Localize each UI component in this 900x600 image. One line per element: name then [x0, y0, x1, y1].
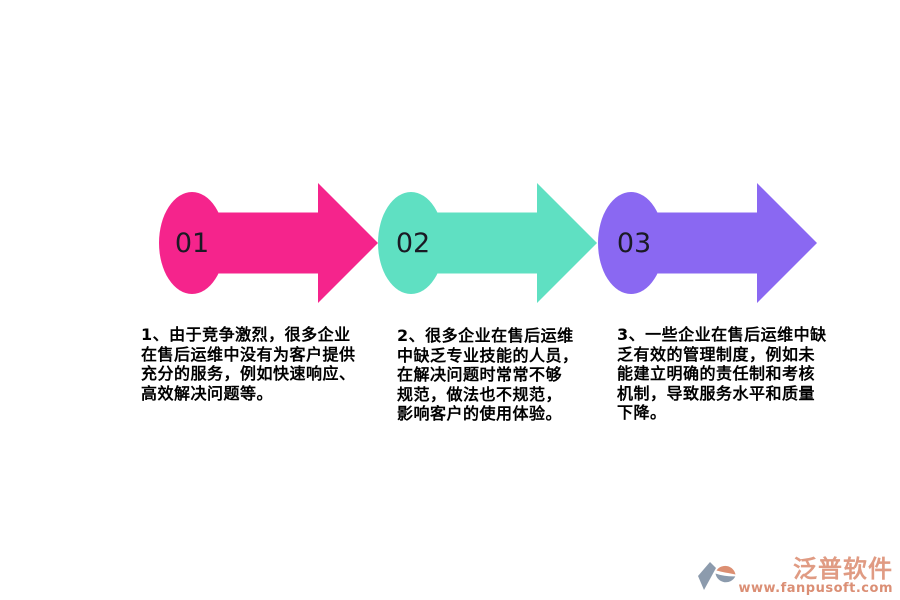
brand-url: www.fanpusoft.com [738, 581, 893, 596]
text-line: 在解决问题时常常不够 [397, 365, 563, 384]
arrow-step-1: 01 [159, 183, 378, 303]
text-line: 规范，做法也不规范， [397, 384, 563, 404]
step-number-3: 03 [617, 228, 651, 259]
text-line: 充分的服务，例如快速响应、 [141, 364, 356, 383]
text-line: 下降。 [617, 403, 667, 422]
text-line: 影响客户的使用体验。 [397, 404, 563, 423]
text-line: 中缺乏专业技能的人员， [397, 345, 579, 365]
logo-crescent-top [716, 565, 736, 575]
text-line: 3、一些企业在售后运维中缺 [617, 325, 827, 344]
step-number-2: 02 [396, 228, 430, 259]
arrow-step-3: 03 [598, 183, 817, 303]
text-line: 乏有效的管理制度，例如未 [617, 344, 816, 364]
arrow-step-2: 02 [378, 183, 597, 303]
brand-name: 泛普软件 [793, 555, 893, 583]
step-description-3: 3、一些企业在售后运维中缺乏有效的管理制度，例如未能建立明确的责任制和考核机制，… [617, 325, 837, 423]
brand-text-block: 泛普软件 www.fanpusoft.com [738, 555, 893, 596]
text-line: 能建立明确的责任制和考核 [617, 364, 816, 383]
step-description-1: 1、由于竞争激烈，很多企业在售后运维中没有为客户提供充分的服务，例如快速响应、高… [141, 325, 371, 403]
text-line: 在售后运维中没有为客户提供 [141, 344, 356, 364]
brand-watermark: 泛普软件 www.fanpusoft.com [696, 557, 893, 595]
step-arrow-1 [192, 183, 378, 303]
step-arrow-2 [411, 183, 597, 303]
fanpu-logo-icon [698, 562, 736, 590]
step-arrow-3 [631, 183, 817, 303]
text-line: 机制，导致服务水平和质量 [617, 383, 816, 403]
text-line: 2、很多企业在售后运维 [397, 326, 574, 345]
text-line: 1、由于竞争激烈，很多企业 [141, 325, 351, 344]
logo-leaf-shape [698, 562, 717, 590]
text-line: 高效解决问题等。 [141, 383, 274, 403]
logo-crescent-bottom [715, 573, 736, 583]
step-description-2: 2、很多企业在售后运维中缺乏专业技能的人员，在解决问题时常常不够规范，做法也不规… [397, 326, 597, 424]
step-number-1: 01 [175, 228, 209, 259]
